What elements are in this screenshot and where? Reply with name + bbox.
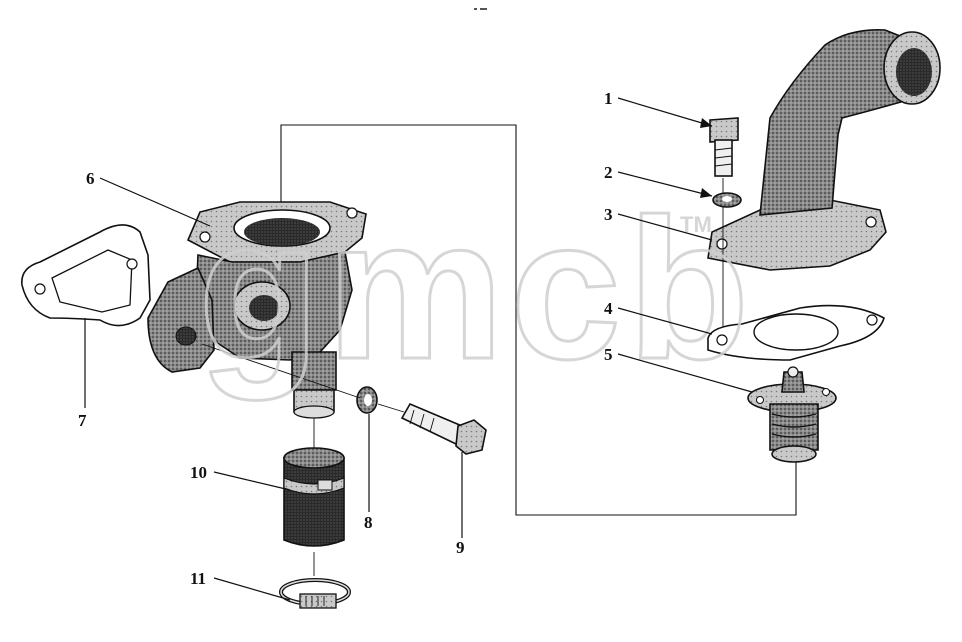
bolt-9 bbox=[201, 343, 487, 455]
thermostat-5 bbox=[747, 366, 837, 463]
callout-9: 9 bbox=[456, 538, 465, 557]
gasket-7 bbox=[21, 224, 151, 327]
callout-3: 3 bbox=[604, 205, 613, 224]
callout-labels: 1 2 3 4 5 6 7 8 9 10 11 bbox=[78, 89, 613, 588]
callout-2: 2 bbox=[604, 163, 613, 182]
hose-clamp-11 bbox=[279, 552, 351, 609]
callout-1: 1 bbox=[604, 89, 613, 108]
watermark-tm: TM bbox=[680, 212, 712, 237]
assembly-route-line bbox=[280, 124, 797, 516]
bolt-1 bbox=[709, 117, 739, 350]
washer-8 bbox=[356, 386, 378, 414]
watermark-text: gmcb bbox=[198, 178, 755, 401]
hose-10 bbox=[283, 418, 345, 547]
thermostat-housing-6 bbox=[147, 201, 367, 419]
lock-washer-2 bbox=[712, 192, 742, 208]
callout-7: 7 bbox=[78, 411, 87, 430]
callout-4: 4 bbox=[604, 299, 613, 318]
top-mark bbox=[474, 8, 487, 10]
outlet-elbow-pipe bbox=[707, 28, 941, 271]
callout-5: 5 bbox=[604, 345, 613, 364]
callout-6: 6 bbox=[86, 169, 95, 188]
callout-11: 11 bbox=[190, 569, 206, 588]
callout-8: 8 bbox=[364, 513, 373, 532]
leader-lines bbox=[84, 97, 753, 601]
watermark: gmcb TM bbox=[197, 177, 755, 403]
gasket-4 bbox=[707, 304, 885, 361]
callout-10: 10 bbox=[190, 463, 207, 482]
